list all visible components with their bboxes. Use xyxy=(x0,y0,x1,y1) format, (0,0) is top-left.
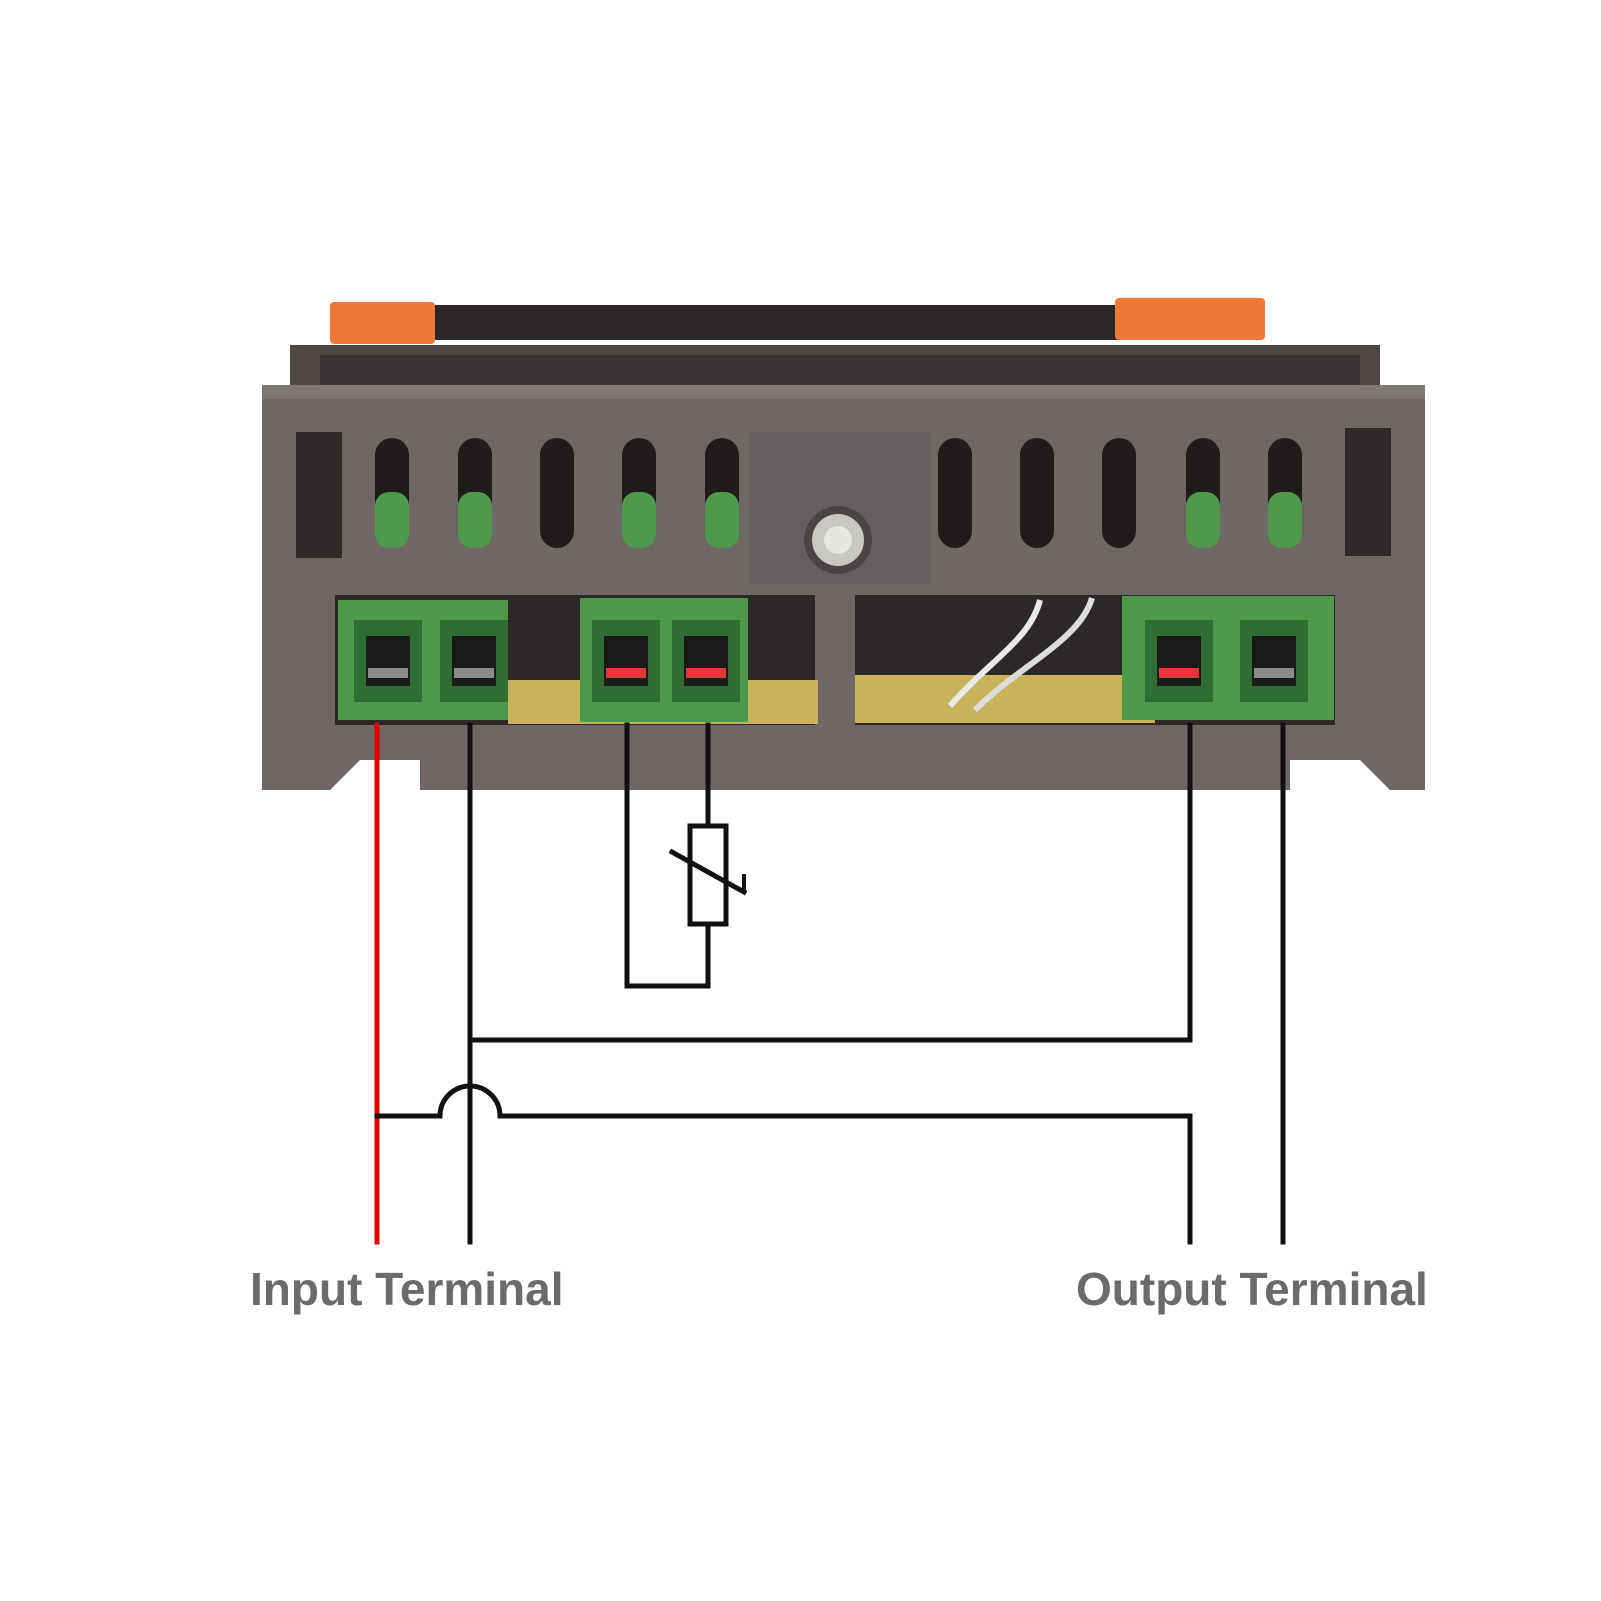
left-side-grille xyxy=(296,432,342,558)
vent-slot xyxy=(1020,438,1054,548)
vent-slot-green-glimpse xyxy=(1268,492,1302,548)
vent-slots xyxy=(375,438,1302,548)
live-to-output-wire xyxy=(374,1083,1193,1245)
terminal-clamp xyxy=(454,668,494,678)
terminal-clamp xyxy=(1254,668,1294,678)
terminal-clamp xyxy=(606,668,646,678)
controller-housing xyxy=(262,385,1425,790)
internal-wire-1 xyxy=(947,599,1043,708)
thermistor-symbol xyxy=(668,823,748,927)
schematic-wiring xyxy=(374,722,1286,1245)
terminal-clamp xyxy=(368,668,408,678)
vent-slot xyxy=(938,438,972,548)
terminal-hole xyxy=(1157,636,1201,686)
screw-icon xyxy=(804,506,872,574)
neutral-to-output-wire xyxy=(467,722,1193,1043)
terminal-hole xyxy=(1252,636,1296,686)
input-terminal-label: Input Terminal xyxy=(250,1263,564,1315)
housing-top-edge xyxy=(262,385,1425,399)
terminal-hole xyxy=(366,636,410,686)
vent-slot-green-glimpse xyxy=(458,492,492,548)
vent-slot-green-glimpse xyxy=(375,492,409,548)
right-mount-clip xyxy=(1115,298,1265,340)
vent-slot-green-glimpse xyxy=(705,492,739,548)
controller-top xyxy=(290,298,1380,390)
terminal-hole xyxy=(452,636,496,686)
left-mount-clip xyxy=(330,302,435,344)
terminal-hole xyxy=(684,636,728,686)
terminal-screws xyxy=(354,620,1308,702)
upper-frame-inner xyxy=(320,355,1360,390)
right-side-grille xyxy=(1345,428,1391,556)
top-panel xyxy=(330,305,1260,340)
terminal-clamp xyxy=(686,668,726,678)
vent-slot xyxy=(540,438,574,548)
terminal-hole xyxy=(604,636,648,686)
vent-slot xyxy=(1102,438,1136,548)
internal-wire-2 xyxy=(972,597,1095,713)
vent-slot-green-glimpse xyxy=(1186,492,1220,548)
terminal-clamp xyxy=(1159,668,1199,678)
vent-slot-green-glimpse xyxy=(622,492,656,548)
output-terminal-label: Output Terminal xyxy=(1076,1263,1428,1315)
